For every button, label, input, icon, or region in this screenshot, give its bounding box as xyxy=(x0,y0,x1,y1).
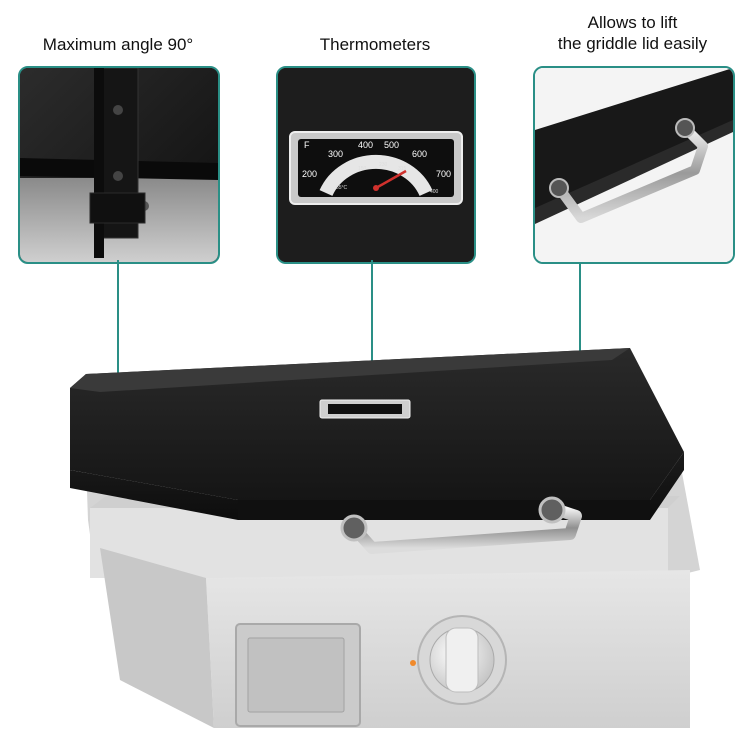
inset-thermometer: F 200 300 400 500 600 700 65°C 150 230 3… xyxy=(276,66,476,264)
lid-thermometer xyxy=(319,399,411,419)
griddle-base xyxy=(86,462,700,728)
ignition-indicator xyxy=(410,660,416,666)
griddle-lid xyxy=(70,348,684,554)
thermometer-scale-300: 300 xyxy=(328,149,344,159)
hinge-illustration xyxy=(20,68,218,262)
thermometer-unit-label: F xyxy=(304,140,310,150)
inset-handle xyxy=(533,66,735,264)
thermometer-c-230: 230 xyxy=(379,162,388,168)
control-knob xyxy=(417,615,507,705)
caption-thermometers: Thermometers xyxy=(319,35,431,54)
thermometer-c-65: 65°C xyxy=(336,185,348,191)
handle-illustration xyxy=(535,68,733,262)
thermometer-scale-700: 700 xyxy=(436,169,452,179)
thermometer-scale-500: 500 xyxy=(384,140,400,150)
inset-hinge xyxy=(18,66,220,264)
thermometer-scale-400: 400 xyxy=(358,140,374,150)
thermometer-scale-600: 600 xyxy=(412,149,428,159)
thermometer-scale-200: 200 xyxy=(302,169,318,179)
thermometer-c-315: 315 xyxy=(398,166,407,172)
thermometer-c-400: 400 xyxy=(430,189,439,195)
thermometer-needle xyxy=(375,169,407,190)
caption-lift: Allows to lift the griddle lid easily xyxy=(530,12,735,54)
caption-max-angle: Maximum angle 90° xyxy=(42,35,194,54)
lid-handle xyxy=(348,502,582,554)
caption-lift-line2: the griddle lid easily xyxy=(557,34,708,53)
thermometer-illustration xyxy=(278,68,474,262)
caption-lift-line1: Allows to lift xyxy=(587,13,678,32)
thermometer-c-150: 150 xyxy=(358,166,367,172)
side-burner-panel xyxy=(235,623,361,727)
connector-lines xyxy=(117,260,581,524)
